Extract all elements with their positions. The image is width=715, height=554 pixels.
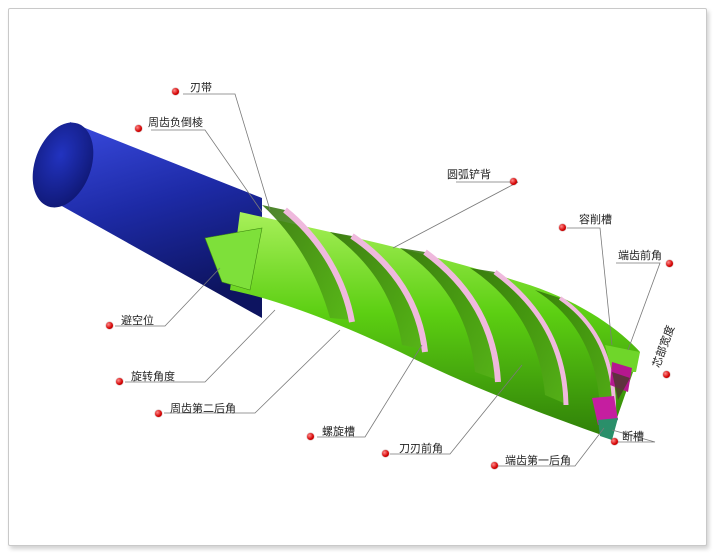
label-end-first-clearance: 端齿第一后角 [505, 454, 571, 467]
label-peripheral-second-clearance: 周齿第二后角 [170, 402, 236, 415]
marker-peripheral-negative-chamfer [135, 125, 142, 132]
marker-peripheral-second-clearance [155, 410, 162, 417]
marker-helical-flute [307, 433, 314, 440]
marker-rotation-angle [116, 378, 123, 385]
marker-arc-relief-back [510, 178, 517, 185]
label-end-rake-angle: 端齿前角 [618, 249, 662, 262]
label-edge-rake-angle: 刀刃前角 [399, 442, 443, 455]
marker-chip-flute [559, 224, 566, 231]
label-arc-relief-back: 圆弧铲背 [447, 168, 491, 181]
label-rotation-angle: 旋转角度 [131, 370, 175, 383]
shank [32, 122, 262, 318]
label-peripheral-negative-chamfer: 周齿负倒棱 [148, 116, 203, 129]
marker-break-flute [611, 438, 618, 445]
marker-margin-land [172, 88, 179, 95]
marker-edge-rake-angle [382, 450, 389, 457]
marker-end-rake-angle [666, 260, 673, 267]
fluted-body [204, 205, 640, 438]
marker-end-first-clearance [491, 462, 498, 469]
marker-clearance [106, 322, 113, 329]
marker-core-width [663, 371, 670, 378]
label-break-flute: 断槽 [622, 430, 644, 443]
label-helical-flute: 螺旋槽 [322, 425, 355, 438]
label-margin-land: 刃带 [190, 81, 212, 94]
label-clearance: 避空位 [121, 314, 154, 327]
leader-lines [115, 93, 661, 467]
label-chip-flute: 容削槽 [579, 213, 612, 226]
cutting-tip [592, 345, 640, 440]
